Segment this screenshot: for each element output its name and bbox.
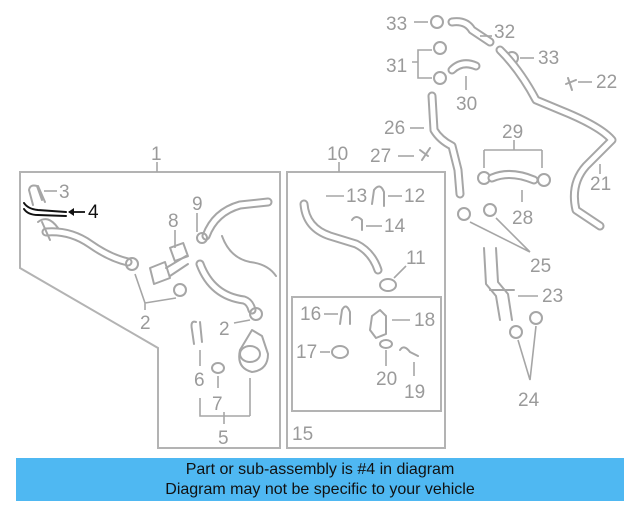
part-16-clip <box>324 305 351 325</box>
part-27-bolt <box>398 147 431 161</box>
part-12-clip <box>371 185 402 207</box>
callout-14: 14 <box>384 216 406 237</box>
part-25-clips <box>457 203 531 253</box>
callout-2-left: 2 <box>140 313 151 334</box>
group-1-outline <box>19 171 281 449</box>
callout-16: 16 <box>300 304 321 325</box>
callout-7: 7 <box>212 394 223 415</box>
part-6-clip <box>190 320 203 366</box>
part-23-pipe <box>483 247 538 321</box>
callout-28: 28 <box>512 208 533 229</box>
callout-19: 19 <box>404 382 425 403</box>
callout-21: 21 <box>590 174 611 195</box>
part-20-oring <box>379 339 393 366</box>
part-24-clips <box>509 311 543 381</box>
part-28-hose <box>477 170 551 202</box>
callout-32: 32 <box>494 22 515 43</box>
callout-11: 11 <box>406 248 426 269</box>
clamp-icon <box>125 257 139 271</box>
part-9-hose <box>196 197 277 277</box>
part-3-clip <box>28 184 46 206</box>
part-22-bolt <box>565 77 592 91</box>
callout-27: 27 <box>370 146 391 167</box>
part-11-ring <box>379 265 407 292</box>
callout-29: 29 <box>502 122 523 143</box>
part-8-connector <box>149 230 189 285</box>
part-31-group <box>412 41 447 85</box>
callout-17: 17 <box>296 342 317 363</box>
parts-diagram: 1 3 4 2 8 9 2 <box>19 14 617 449</box>
callout-2-right: 2 <box>219 319 230 340</box>
group-10-outline <box>286 171 446 449</box>
part-17-plug <box>320 345 349 359</box>
clamp-icon <box>173 283 187 297</box>
callout-9: 9 <box>192 194 203 215</box>
callout-1: 1 <box>151 144 162 165</box>
callout-15: 15 <box>292 424 313 445</box>
callout-4: 4 <box>88 202 99 223</box>
part-32-hose <box>447 17 495 47</box>
callout-18: 18 <box>414 310 435 331</box>
part-30-hose <box>447 59 481 90</box>
group-15-outline <box>291 296 442 412</box>
part-4-highlighted <box>23 202 85 217</box>
callout-20: 20 <box>376 369 397 390</box>
part-19-clip <box>399 346 419 376</box>
callout-26: 26 <box>384 118 405 139</box>
banner-line-1: Part or sub-assembly is #4 in diagram <box>185 461 455 478</box>
callout-13: 13 <box>346 186 367 207</box>
callout-33-top: 33 <box>386 14 407 35</box>
callout-5: 5 <box>218 428 229 449</box>
callout-33-right: 33 <box>538 48 559 69</box>
part-13-hose <box>299 195 383 275</box>
callout-30: 30 <box>456 94 477 115</box>
callout-22: 22 <box>596 72 617 93</box>
callout-12: 12 <box>404 186 425 207</box>
callout-6: 6 <box>194 370 205 391</box>
part-lower-hose <box>195 259 263 324</box>
part-7-oring <box>211 362 225 388</box>
callout-3: 3 <box>59 182 70 203</box>
part-33-top <box>414 15 444 29</box>
part-main-hose <box>37 218 133 267</box>
banner-line-2: Diagram may not be specific to your vehi… <box>165 481 475 498</box>
callout-31: 31 <box>386 56 407 77</box>
callout-23: 23 <box>542 286 563 307</box>
info-banner: Part or sub-assembly is #4 in diagram Di… <box>16 458 624 501</box>
part-14-clamp <box>351 216 382 231</box>
callout-8: 8 <box>168 211 179 232</box>
part-elbow-fitting <box>238 329 269 416</box>
callout-10: 10 <box>327 144 348 165</box>
callout-24: 24 <box>518 390 540 411</box>
callout-25: 25 <box>530 256 551 277</box>
part-18-connector <box>369 309 410 339</box>
part-26-pipe <box>410 91 465 199</box>
part-21-pipe <box>495 45 617 231</box>
